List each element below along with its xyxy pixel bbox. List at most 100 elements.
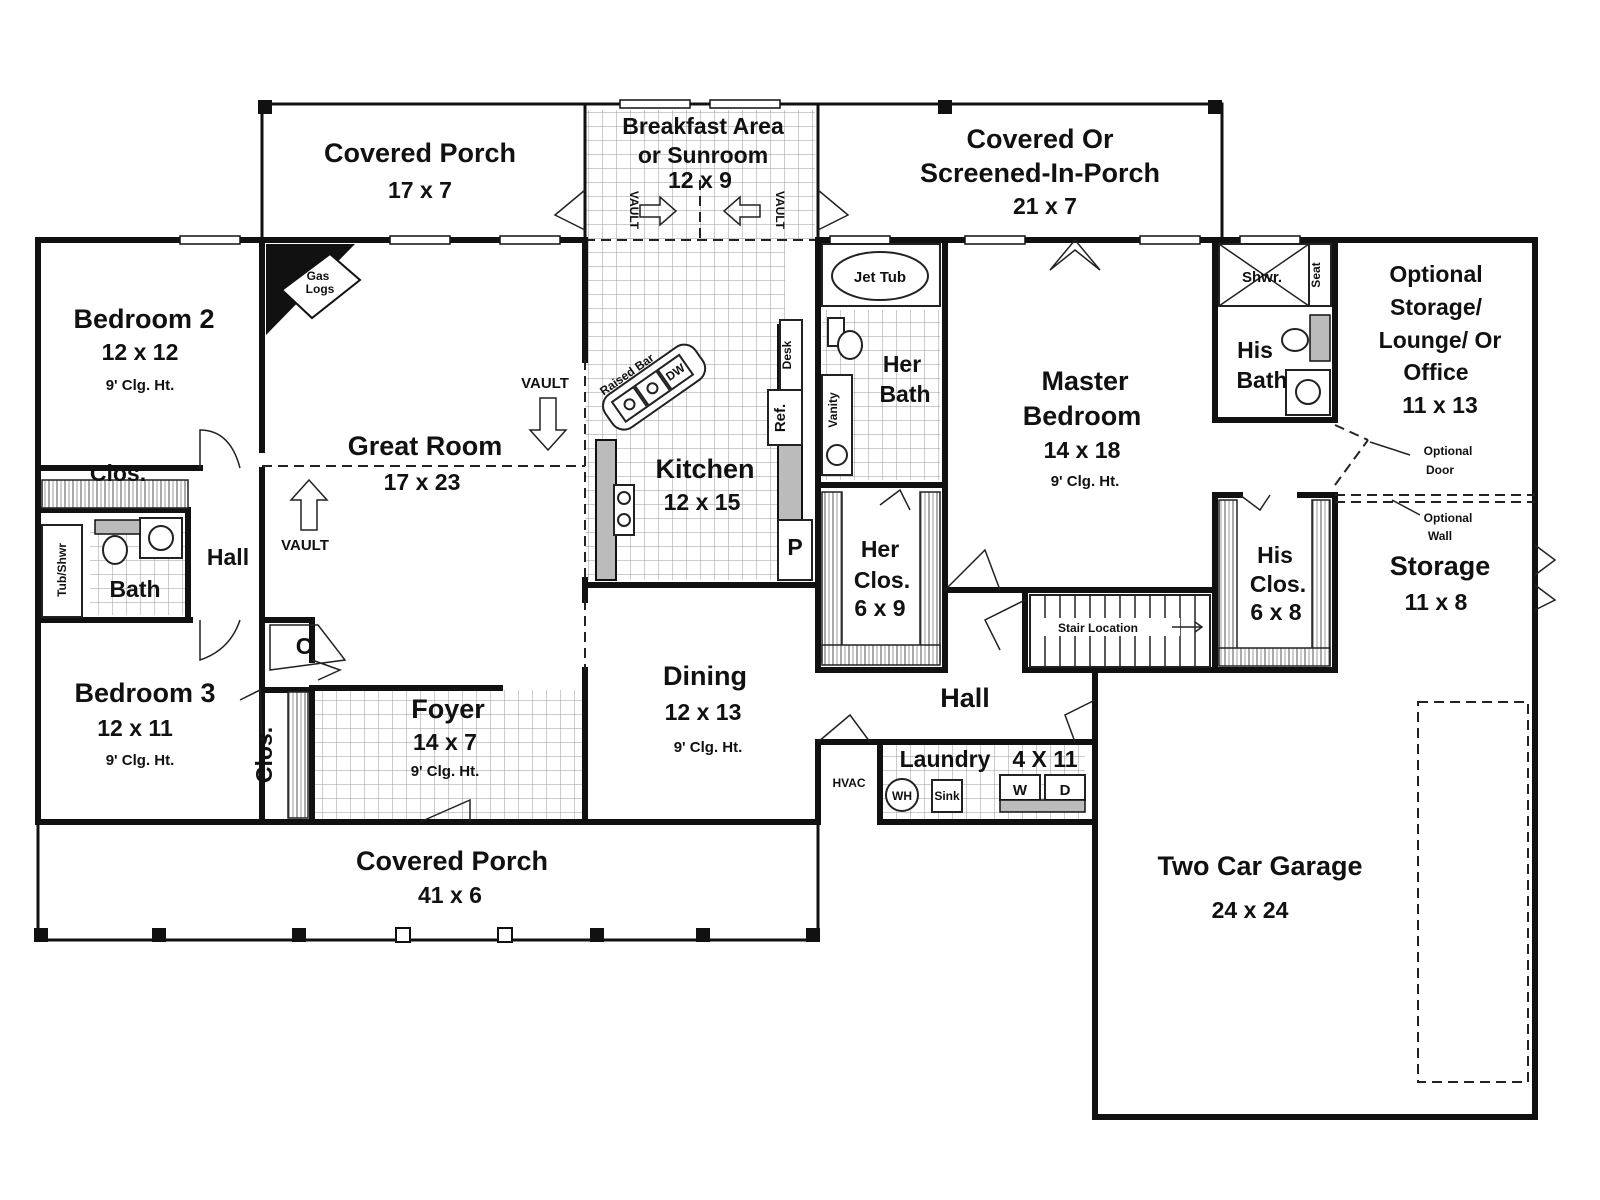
jet-tub-label: Jet Tub bbox=[854, 269, 906, 286]
sink-label: Sink bbox=[934, 789, 960, 803]
front-porch-size: 41 x 6 bbox=[418, 882, 482, 908]
kitchen-counters: Desk Ref. P bbox=[595, 319, 813, 581]
jet-tub-icon: Jet Tub bbox=[821, 243, 941, 307]
his-closet-rail-bottom bbox=[1218, 647, 1331, 667]
tub-shower-label: Tub/Shwr bbox=[55, 543, 69, 597]
master-size: 14 x 18 bbox=[1044, 437, 1121, 463]
desk-label: Desk bbox=[780, 340, 794, 369]
hall-center-name: Hall bbox=[940, 683, 990, 713]
bedroom2-closet-rail bbox=[41, 479, 189, 509]
washer-label: W bbox=[1013, 782, 1028, 799]
gas-logs-label-1: Gas bbox=[307, 269, 330, 283]
kitchen-size: 12 x 15 bbox=[664, 489, 741, 515]
optional-storage-size: 11 x 13 bbox=[1402, 392, 1477, 418]
shower-icon: Shwr. Seat bbox=[1218, 243, 1332, 307]
doors bbox=[199, 189, 1557, 823]
his-closet-name-2: Clos. bbox=[1250, 571, 1306, 597]
her-closet-rail-right bbox=[919, 491, 941, 663]
bath-fixtures: Tub/Shwr bbox=[41, 517, 183, 618]
her-closet-rail-bottom bbox=[821, 644, 941, 666]
bath-name: Bath bbox=[109, 576, 160, 602]
dining-name: Dining bbox=[663, 661, 747, 691]
great-room-size: 17 x 23 bbox=[384, 469, 461, 495]
his-bath-name-1: His bbox=[1237, 337, 1273, 363]
master-name-2: Bedroom bbox=[1023, 401, 1142, 431]
storage-name: Storage bbox=[1390, 551, 1491, 581]
foyer-tile bbox=[312, 690, 582, 822]
storage-size: 11 x 8 bbox=[1405, 589, 1468, 615]
bedroom2-closet-name: Clos. bbox=[90, 460, 146, 486]
vault-arrows: VAULT VAULT VAULT VAULT bbox=[281, 191, 787, 554]
front-porch-name: Covered Porch bbox=[356, 846, 548, 876]
optional-door-label-2: Door bbox=[1426, 463, 1454, 477]
hall-left-name: Hall bbox=[207, 544, 249, 570]
seat-label: Seat bbox=[1309, 262, 1323, 287]
master-name-1: Master bbox=[1041, 366, 1129, 396]
his-bath-name-2: Bath bbox=[1236, 367, 1287, 393]
garage-name: Two Car Garage bbox=[1157, 851, 1362, 881]
bedroom2-size: 12 x 12 bbox=[102, 339, 179, 365]
his-closet-rail-right bbox=[1311, 499, 1331, 666]
dryer-label: D bbox=[1060, 782, 1071, 799]
water-heater-label: WH bbox=[892, 789, 912, 803]
her-closet-size: 6 x 9 bbox=[854, 595, 905, 621]
vanity-icon: Vanity bbox=[821, 317, 863, 476]
windows-top bbox=[179, 99, 1301, 245]
screened-porch-name-2: Screened-In-Porch bbox=[920, 158, 1160, 188]
screened-porch-size: 21 x 7 bbox=[1013, 193, 1077, 219]
garage-door-outline bbox=[1417, 701, 1529, 1083]
interior-walls bbox=[35, 237, 1338, 825]
optional-storage-name-2: Storage/ bbox=[1390, 294, 1483, 320]
bedroom3-size: 12 x 11 bbox=[97, 715, 173, 741]
laundry-name: Laundry bbox=[900, 746, 991, 772]
breakfast-name-1: Breakfast Area bbox=[622, 113, 784, 139]
refrigerator-label: Ref. bbox=[772, 404, 789, 432]
her-closet-name-1: Her bbox=[861, 536, 899, 562]
coat-closet-label: C bbox=[296, 633, 313, 659]
bedroom3-ceiling: 9' Clg. Ht. bbox=[106, 752, 175, 769]
his-closet-size: 6 x 8 bbox=[1250, 599, 1301, 625]
her-bath-name-1: Her bbox=[883, 351, 921, 377]
her-closet-name-2: Clos. bbox=[854, 567, 910, 593]
kitchen-name: Kitchen bbox=[655, 454, 754, 484]
optional-wall-label-2: Wall bbox=[1428, 529, 1452, 543]
screened-porch-name-1: Covered Or bbox=[966, 124, 1114, 154]
her-bath-name-2: Bath bbox=[879, 381, 930, 407]
bedroom3-closet-name: Clos. bbox=[251, 727, 277, 783]
great-room-name: Great Room bbox=[348, 431, 503, 461]
gas-logs-label-2: Logs bbox=[306, 282, 335, 296]
stair-location: Stair Location bbox=[1029, 594, 1211, 668]
rear-porch-size: 17 x 7 bbox=[388, 177, 452, 203]
room-labels: Covered Porch 17 x 7 Breakfast Area or S… bbox=[73, 113, 1501, 923]
bedroom2-name: Bedroom 2 bbox=[73, 304, 214, 334]
vault-label-1: VAULT bbox=[521, 375, 569, 392]
hvac-label: HVAC bbox=[832, 776, 865, 790]
laundry-size: 4 X 11 bbox=[1012, 746, 1077, 772]
his-bath-fixtures bbox=[1281, 314, 1331, 416]
optional-storage-name-1: Optional bbox=[1389, 261, 1482, 287]
optional-storage-name-4: Office bbox=[1403, 359, 1468, 385]
stair-label: Stair Location bbox=[1058, 621, 1138, 635]
fireplace-icon: Gas Logs bbox=[266, 244, 362, 335]
vault-label-4: VAULT bbox=[773, 191, 787, 230]
optional-notes: Optional Door Optional Wall bbox=[1369, 441, 1473, 543]
rear-porch-outline bbox=[258, 100, 1224, 241]
foyer-name: Foyer bbox=[411, 694, 485, 724]
bedroom3-closet-rail bbox=[287, 691, 309, 819]
vault-label-3: VAULT bbox=[627, 191, 641, 230]
her-closet-rail-left bbox=[821, 491, 843, 663]
vanity-label: Vanity bbox=[826, 392, 840, 428]
master-ceiling: 9' Clg. Ht. bbox=[1051, 473, 1120, 490]
bedroom3-name: Bedroom 3 bbox=[74, 678, 215, 708]
optional-door bbox=[1334, 424, 1369, 486]
front-porch-outline bbox=[34, 822, 820, 943]
rear-porch-name: Covered Porch bbox=[324, 138, 516, 168]
dining-ceiling: 9' Clg. Ht. bbox=[674, 739, 743, 756]
optional-wall-label-1: Optional bbox=[1424, 511, 1473, 525]
pantry-label: P bbox=[787, 534, 802, 560]
garage-size: 24 x 24 bbox=[1212, 897, 1289, 923]
vault-label-2: VAULT bbox=[281, 537, 329, 554]
dining-size: 12 x 13 bbox=[665, 699, 742, 725]
breakfast-size: 12 x 9 bbox=[668, 167, 732, 193]
